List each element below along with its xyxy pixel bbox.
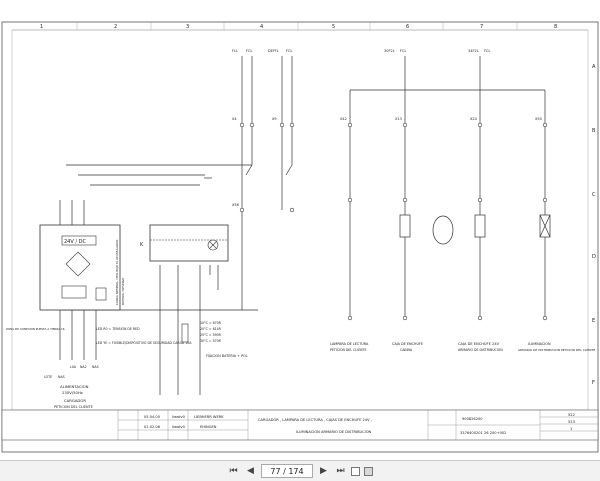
row-e: E [592, 318, 595, 324]
output-captions: LAMPARA DE LECTURA PETICION DEL CLIENTE … [330, 342, 595, 352]
column-header: 1 2 3 4 5 6 7 8 [40, 24, 557, 30]
wire-tag: X4 [232, 117, 237, 121]
output-note: CABINA [400, 348, 413, 352]
power-value: 230V/50Hz [62, 390, 83, 395]
title-sheet-b: 523 [568, 420, 575, 424]
title-sheet-a: 522 [568, 413, 575, 417]
title-user-2: liwatv0 [172, 425, 186, 429]
charger-bottom-label: NA2 [80, 365, 87, 369]
charger-unit: 24V / DC CARGA NOMINAL / POR BAJO EL ACU… [6, 224, 192, 409]
col-6: 6 [406, 24, 409, 30]
relay-threshold: 25°C = 590R [200, 333, 222, 337]
col-7: 7 [480, 24, 483, 30]
last-page-icon[interactable]: ⏭ [336, 466, 345, 476]
charger-module-label: 24V / DC [64, 239, 86, 245]
col-4: 4 [260, 24, 263, 30]
schematic-sheet: 1 2 3 4 5 6 7 8 A B C D E F FLL FCL DEFF… [1, 21, 599, 453]
title-date-2: 02.02.06 [144, 425, 161, 429]
charger-bottom-label: LOTE [44, 375, 52, 379]
row-b: B [592, 128, 596, 134]
title-drawing-number: 3376400201 26 200+002 [460, 431, 506, 435]
title-heading-1: CARGADOR , LAMPARA DE LECTURA , CAJAS DE… [258, 418, 372, 422]
charger-note-battery: BATERIA / RESERVA [121, 278, 125, 305]
title-date-1: 05.04.05 [144, 415, 160, 419]
title-company-1: LIEBHERR WERK [194, 415, 224, 419]
wire-tag: X9 [272, 117, 277, 121]
output-note: ARMARIO DE DISTRIBUCION PETICION DEL CLI… [518, 348, 595, 352]
output-symbols [399, 214, 551, 245]
title-company-2: EHINGEN [200, 425, 217, 429]
col-5: 5 [332, 24, 335, 30]
wire-tags: X4 X9 X42 X13 X24 X50 X56 [232, 117, 542, 207]
col-3: 3 [186, 24, 189, 30]
charger-subtitle: PETICION DEL CLIENTE [54, 405, 93, 409]
output-note: PETICION DEL CLIENTE [330, 348, 366, 352]
two-page-view-icon[interactable] [364, 466, 373, 476]
relay-threshold: 10°C = 670R [200, 321, 222, 325]
feed-label: FCL [286, 49, 292, 53]
relay-block: K 10°C = 670R 20°C = 614R 25°C = 590R 30… [140, 224, 248, 358]
pdf-viewer-toolbar: ⏮ ◀ 77 / 174 ▶ ⏭ [0, 460, 600, 481]
col-8: 8 [554, 24, 557, 30]
charger-bottom-label: NAS [58, 375, 65, 379]
conductors [59, 56, 546, 395]
wire-tag: X42 [340, 117, 347, 121]
row-c: C [592, 192, 596, 198]
fixing-label: FIJACION BATERIA + POL [206, 354, 248, 358]
output-title: CAJA DE ENCHUFE [392, 342, 423, 346]
charger-bottom-label: L0A [70, 365, 77, 369]
next-page-icon[interactable]: ▶ [320, 466, 327, 476]
row-a: A [592, 64, 596, 70]
feed-label: FCL [400, 49, 406, 53]
charger-side-label: ZONA DE CONEXION PUESTA A TIERRA 16 [6, 327, 65, 331]
charger-note-charge: CARGA NOMINAL / POR BAJO EL ACUMULADOR [115, 240, 119, 305]
output-title: LAMPARA DE LECTURA [330, 342, 369, 346]
wire-tag: X56 [232, 203, 239, 207]
charger-title: CARGADOR [64, 398, 86, 403]
feed-labels: FLL FCL DEFFL FCL 30F2L FCL 34F2L FCL [232, 49, 490, 53]
feed-label: 30F2L [384, 49, 395, 53]
col-1: 1 [40, 24, 43, 30]
power-label: ALIMENTACION [60, 384, 89, 389]
title-block: 05.04.05 02.02.06 liwatv0 liwatv0 LIEBHE… [1, 409, 599, 441]
row-d: D [592, 254, 596, 260]
output-note: ARMARIO DE DISTRIBUCION [458, 348, 503, 352]
switch-contacts [204, 164, 293, 179]
feed-label: FCL [246, 49, 252, 53]
first-page-icon[interactable]: ⏮ [229, 466, 238, 476]
feed-label: DEFFL [268, 49, 279, 53]
previous-page-icon[interactable]: ◀ [247, 466, 254, 476]
feed-label: FLL [232, 49, 238, 53]
relay-threshold: 30°C = 570R [200, 339, 222, 343]
wire-tag: X24 [470, 117, 478, 121]
title-sheet-c: 1 [570, 427, 572, 431]
feed-label: FCL [484, 49, 490, 53]
wire-tag: X50 [535, 117, 542, 121]
col-2: 2 [114, 24, 117, 30]
single-page-view-icon[interactable] [351, 466, 360, 476]
wire-tag: X13 [395, 117, 402, 121]
row-labels: A B C D E F [592, 64, 596, 386]
row-f: F [592, 380, 595, 386]
title-doc-number: 900826200 [462, 417, 483, 421]
output-title: CAJA DE ENCHUFE 24V [458, 342, 500, 346]
output-title: ILUMINACION [528, 342, 551, 346]
terminals [239, 122, 548, 321]
relay-code: K [140, 242, 144, 248]
led-note: LED YE = FUSIBLE/DISPOSITIVO DE SEGURIDA… [96, 341, 192, 345]
title-user-1: liwatv0 [172, 415, 186, 419]
page-number-input[interactable]: 77 / 174 [261, 464, 313, 478]
charger-bottom-label: NAS [92, 365, 99, 369]
title-heading-2: ILUMINACION ARMARIO DE DISTRIBUCION [296, 430, 372, 434]
led-note: LED R0 = TENSION DE RED [96, 327, 140, 331]
relay-threshold: 20°C = 614R [200, 327, 222, 331]
feed-label: 34F2L [468, 49, 479, 53]
